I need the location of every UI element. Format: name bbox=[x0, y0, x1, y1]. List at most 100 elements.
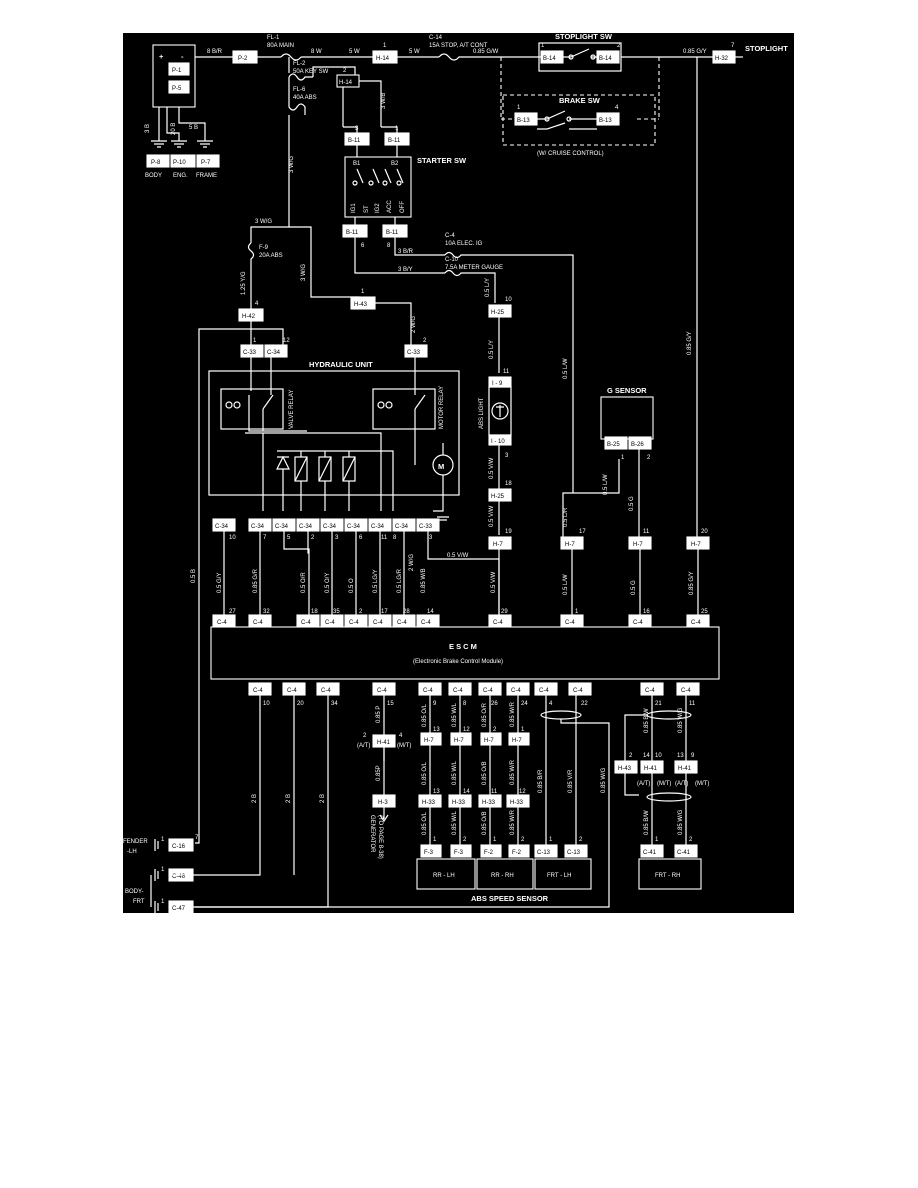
wire-2wg: 2 W/G bbox=[411, 316, 417, 333]
connector-label: H-7 bbox=[484, 738, 494, 744]
pin-label: 7 bbox=[263, 535, 267, 541]
pin-label: 11 bbox=[689, 701, 696, 707]
connector-label: C-34 bbox=[395, 524, 409, 530]
connector-label: C-34 bbox=[215, 524, 229, 530]
sensor-rr-rh-label: RR - RH bbox=[491, 873, 514, 879]
pin-label: 13 bbox=[433, 727, 440, 733]
connector-p7: P-7 bbox=[201, 160, 211, 166]
pin-label: 1 bbox=[517, 105, 521, 111]
escm-bottom-connectors: C-4 C-4 C-4 C-4 C-4 C-4 C-4 C-4 C-4 C-4 … bbox=[248, 682, 700, 696]
pin-label: 1 bbox=[575, 609, 579, 615]
connector-label: C-4 bbox=[301, 620, 311, 626]
connector-label: C-34 bbox=[371, 524, 385, 530]
hu-connectors: C-34 C-34 C-34 C-34 C-34 C-34 C-34 C-34 … bbox=[212, 518, 440, 532]
connector-label: F-2 bbox=[512, 850, 522, 856]
connector-h41-a: H-41 bbox=[377, 740, 391, 746]
at-label: (A/T) bbox=[637, 781, 650, 787]
pin-label: 3 bbox=[505, 453, 509, 459]
wire-3wb: 3 W/B bbox=[381, 93, 387, 109]
connector-label: C-4 bbox=[373, 620, 383, 626]
pin-label: 6 bbox=[361, 243, 365, 249]
connector-label: H-33 bbox=[422, 800, 436, 806]
body-frt-label: BODY- bbox=[125, 889, 143, 895]
wire-05lw-2: 0.5 L/W bbox=[603, 474, 609, 495]
pin-label: 8 bbox=[393, 535, 397, 541]
pin-label: 2 bbox=[579, 837, 583, 843]
connector-label: C-41 bbox=[677, 850, 691, 856]
stoplight-sw-label: STOPLIGHT SW bbox=[555, 33, 613, 41]
connector-label: F-3 bbox=[424, 850, 434, 856]
wire-05vw-3: 0.5 V/W bbox=[447, 553, 469, 559]
hydraulic-unit: HYDRAULIC UNIT VALVE RELAY MOTOR RELAY M bbox=[208, 357, 460, 521]
switch-terminal-b2: B2 bbox=[391, 161, 399, 167]
h7-bottom-connectors: H-7 H-7 H-7 H-7 bbox=[420, 732, 530, 746]
connector-p1: P-1 bbox=[172, 68, 182, 74]
pin-label: 32 bbox=[263, 609, 270, 615]
wire-2wg-b: 2 W/G bbox=[409, 554, 415, 571]
connector-b11-b: B-11 bbox=[388, 138, 401, 144]
pin-label: 10 bbox=[505, 297, 512, 303]
sensor-rr-lh-label: RR - LH bbox=[433, 873, 455, 879]
escm-top-connectors: C-4 C-4 C-4 C-4 C-4 C-4 C-4 C-4 C-4 C-4 … bbox=[212, 614, 710, 628]
body-frt-label-2: FRT bbox=[133, 899, 145, 905]
pin-label: 9 bbox=[433, 701, 437, 707]
pin-label: 3 bbox=[429, 535, 433, 541]
pin-label: 10 bbox=[655, 753, 662, 759]
wire-085ol-2: 0.85 O/L bbox=[422, 761, 428, 785]
connector-p8: P-8 bbox=[151, 160, 161, 166]
pin-label: 2 bbox=[689, 837, 693, 843]
wire-085bw: 0.85 B/W bbox=[644, 708, 650, 733]
wire-05vw: 0.5 V/W bbox=[489, 457, 495, 479]
sensor-frt-lh bbox=[534, 858, 592, 890]
pin-label: 12 bbox=[283, 338, 290, 344]
connector-p5: P-5 bbox=[172, 86, 182, 92]
connector-label: C-4 bbox=[397, 620, 407, 626]
connector-b13-a: B-13 bbox=[517, 118, 530, 124]
pin-label: 1 bbox=[161, 867, 165, 873]
wire-3wg: 3 W/G bbox=[289, 156, 295, 173]
wire-085bw-2: 0.85 B/W bbox=[644, 810, 650, 835]
pin-label: 24 bbox=[521, 701, 528, 707]
pin-label: 14 bbox=[427, 609, 434, 615]
pin-label: 20 bbox=[297, 701, 304, 707]
fuse-fl6: FL-6 bbox=[293, 87, 306, 93]
pin-label: 17 bbox=[381, 609, 388, 615]
connector-label: H-7 bbox=[454, 738, 464, 744]
wire-085ol: 0.85 O/L bbox=[422, 703, 428, 727]
wire-085gw: 0.85 G/W bbox=[473, 49, 499, 55]
connector-label: C-4 bbox=[287, 688, 297, 694]
pin-label: 2 bbox=[423, 338, 427, 344]
connector-c33-a: C-33 bbox=[243, 350, 257, 356]
motor-symbol: M bbox=[438, 462, 444, 471]
wire-5b: 5 B bbox=[189, 125, 198, 131]
connector-label: C-4 bbox=[377, 688, 387, 694]
connector-label: C-13 bbox=[567, 850, 581, 856]
pin-label: 18 bbox=[311, 609, 318, 615]
connector-label: C-34 bbox=[299, 524, 313, 530]
connector-label: F-3 bbox=[454, 850, 464, 856]
pin-label: 1 bbox=[161, 837, 165, 843]
pin-label: 7 bbox=[195, 835, 199, 841]
pin-label: 26 bbox=[491, 701, 498, 707]
mt-label: (M/T) bbox=[695, 781, 709, 787]
pin-label: 12 bbox=[463, 727, 470, 733]
connector-label: C-34 bbox=[347, 524, 361, 530]
pin-label: 14 bbox=[643, 753, 650, 759]
escm-module bbox=[210, 626, 720, 680]
connector-label: C-13 bbox=[537, 850, 551, 856]
pin-label: 4 bbox=[399, 733, 403, 739]
pin-label: 1 bbox=[253, 338, 257, 344]
wire-085vr: 0.85 V/R bbox=[568, 769, 574, 793]
wire-085p: 0.85 P bbox=[376, 706, 382, 723]
pin-label: 3 bbox=[335, 535, 339, 541]
connector-label: C-4 bbox=[681, 688, 691, 694]
wire-085br: 0.85 B/R bbox=[538, 769, 544, 793]
fuse-c4: C-4 bbox=[445, 233, 455, 239]
switch-terminal-b1: B1 bbox=[353, 161, 361, 167]
wire-3wg-3: 3 W/G bbox=[301, 264, 307, 281]
connector-label: C-4 bbox=[421, 620, 431, 626]
fuse-c14-rating: 15A STOP, A/T CONT bbox=[429, 43, 488, 49]
connector-b14-b: B-14 bbox=[599, 56, 612, 62]
fuse-c10-rating: 7.5A METER GAUGE bbox=[445, 265, 503, 271]
connector-label: C-4 bbox=[483, 688, 493, 694]
